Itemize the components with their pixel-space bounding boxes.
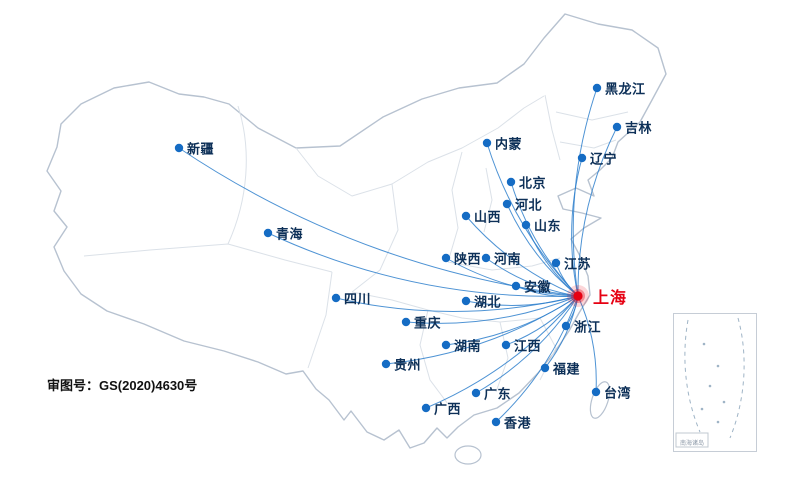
china-outline [46,13,667,449]
route-line [544,295,579,369]
province-dot [381,359,391,369]
route-line [267,232,579,297]
province-dots [174,83,622,427]
province-dot [561,321,571,331]
province-dot [421,403,431,413]
province-dot [441,340,451,350]
map-approval-number: 审图号：GS(2020)4630号 [47,378,198,393]
province-dot [331,293,341,303]
province-dot [502,199,512,209]
province-dot [501,340,511,350]
inset-islands [700,342,726,424]
shanghai-hub-marker [567,285,589,307]
route-line [405,295,579,324]
route-line [485,257,579,297]
route-line [475,295,579,394]
province-dot [551,258,561,268]
province-dot [491,417,501,427]
hub-dot [573,291,583,301]
route-line [425,295,579,409]
route-line [515,285,579,297]
province-dot [511,281,521,291]
province-dot [401,317,411,327]
inset-label: 南海诸岛 [680,441,705,447]
south-china-sea-inset: 南海诸岛 [673,313,757,452]
inset-legend-box [675,432,709,448]
route-line [465,295,579,306]
route-line [577,295,597,393]
province-dot [471,388,481,398]
province-dot [263,228,273,238]
taiwan-island [589,381,611,419]
province-dot [612,122,622,132]
province-dot [592,83,602,93]
route-line [385,295,579,365]
route-line [577,126,618,297]
province-dot [461,211,471,221]
hainan-island [454,445,482,465]
province-dot [591,387,601,397]
province-dot [506,177,516,187]
province-dot [521,220,531,230]
route-line [525,224,579,297]
province-dot [482,138,492,148]
province-dot [540,363,550,373]
province-dot [481,253,491,263]
route-lines [178,87,618,423]
province-dot [174,143,184,153]
route-line [445,257,579,297]
route-line [465,215,579,297]
province-dot [441,253,451,263]
route-line [571,157,583,297]
inset-svg [675,317,745,448]
province-dot [461,296,471,306]
province-dot [577,153,587,163]
